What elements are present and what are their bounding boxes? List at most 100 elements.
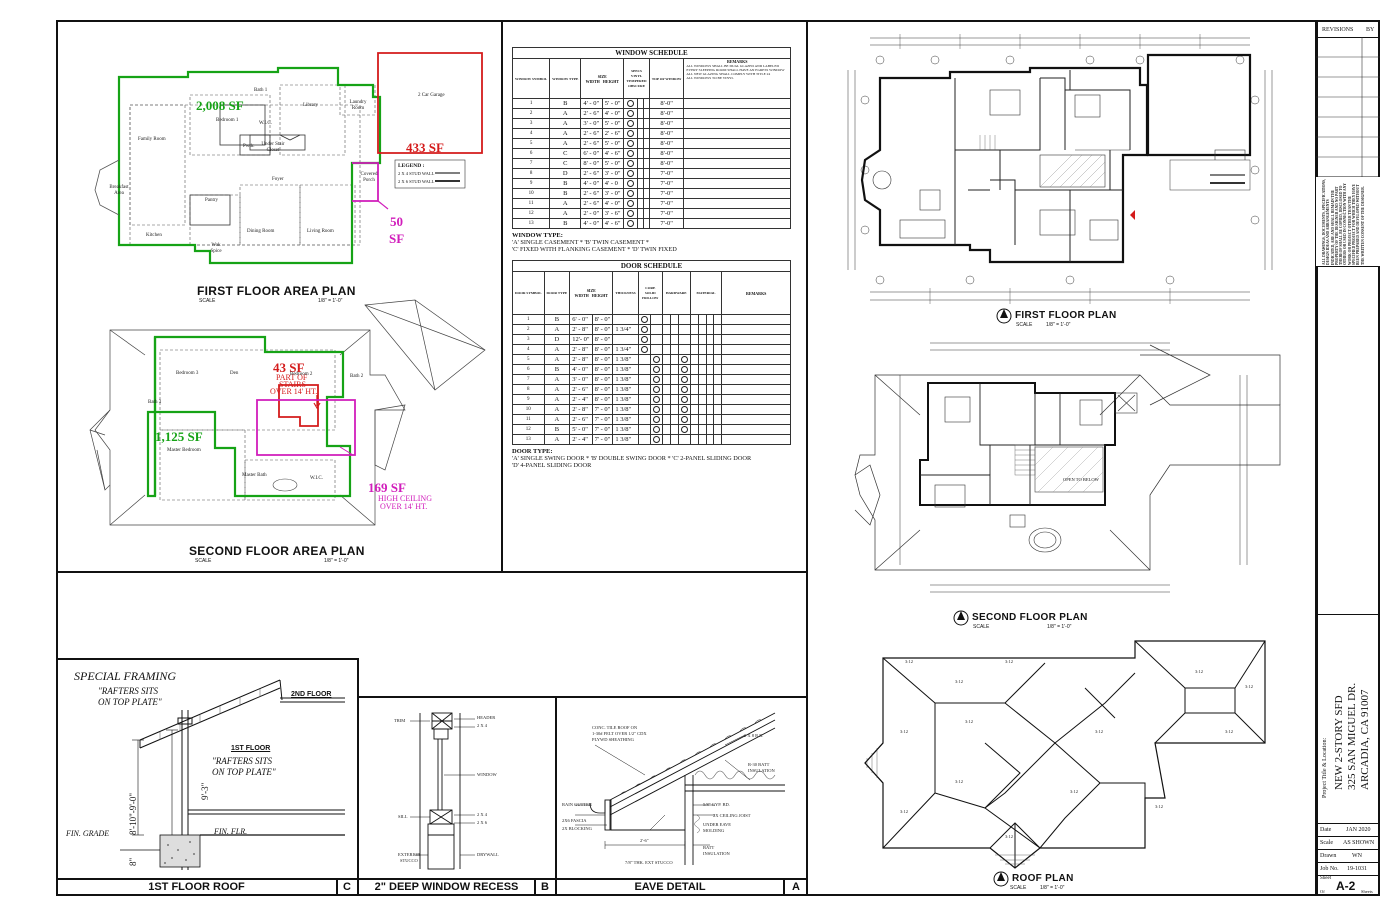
second-area-bedroom3: Bedroom 3 xyxy=(176,371,199,376)
door-spec-cell xyxy=(689,374,699,385)
spec-circle-icon xyxy=(680,366,688,373)
door-spec-cell xyxy=(649,434,663,445)
door-height: 7' - 0" xyxy=(591,434,614,445)
door-spec-cell xyxy=(661,384,671,395)
door-remarks-cell xyxy=(721,424,791,435)
door-spec-cell xyxy=(697,344,707,355)
door-spec-cell xyxy=(713,354,723,365)
first-area-under-stair: Under Stair Closet xyxy=(261,142,285,153)
first-area-garage-sf: 433 SF xyxy=(406,140,444,155)
door-symbol: 2 xyxy=(512,324,545,335)
second-area-stair-note-3: OVER 14' HT. xyxy=(270,387,318,396)
window-remarks-cell xyxy=(683,138,791,149)
door-height: 8' - 0" xyxy=(591,324,614,335)
second-area-ceiling-note-2: OVER 14' HT. xyxy=(380,502,428,511)
detail-c-letter-divider xyxy=(336,878,338,896)
door-thickness xyxy=(612,314,639,325)
door-spec-cell xyxy=(713,374,723,385)
door-type: A xyxy=(543,354,571,365)
sheets-label: Sheets xyxy=(1361,889,1373,894)
window-symbol: 7 xyxy=(511,158,551,169)
first-floor-plan-title: FIRST FLOOR PLAN xyxy=(1015,310,1117,321)
window-symbol: 10 xyxy=(511,188,551,199)
door-height: 8' - 0" xyxy=(591,354,614,365)
door-spec-cell xyxy=(649,344,663,355)
window-remark-3: ALL NEW GLAZING SHALL COMPLY WITH TITLE … xyxy=(686,72,771,76)
door-spec-cell xyxy=(705,414,715,425)
door-spec-cell xyxy=(697,334,707,345)
window-spec-cell xyxy=(623,208,639,219)
door-spec-cell xyxy=(661,404,671,415)
spec-circle-icon xyxy=(640,336,648,343)
door-spec-cell xyxy=(713,314,723,325)
sfp-interior-walls xyxy=(920,383,1105,505)
first-area-porch: Covered Porch xyxy=(360,172,378,183)
door-remarks-cell xyxy=(721,364,791,375)
door-remarks-cell xyxy=(721,354,791,365)
spec-circle-icon xyxy=(680,376,688,383)
door-spec-cell xyxy=(677,434,691,445)
door-spec-cell xyxy=(697,424,707,435)
door-thickness: 1 3/8" xyxy=(612,394,639,405)
detail-a-insul-1: R-30 BATT xyxy=(748,762,770,767)
door-thickness: 1 3/8" xyxy=(612,424,639,435)
door-spec-cell xyxy=(713,424,723,435)
detail-c-dim-2: 9'-3" xyxy=(200,782,210,800)
door-symbol: 8 xyxy=(512,384,545,395)
of-label: Of xyxy=(1320,889,1325,894)
door-spec-cell xyxy=(705,324,715,335)
second-floor-label: 2ND FLOOR xyxy=(291,691,332,698)
window-spec-cell xyxy=(623,178,639,189)
roof-pitch-11: 3:12 xyxy=(1070,789,1078,794)
project-divider xyxy=(1316,614,1380,615)
door-spec-cell xyxy=(697,324,707,335)
window-symbol: 1 xyxy=(511,98,551,109)
window-width: 2' - 0" xyxy=(580,208,603,219)
first-area-green-outline xyxy=(117,66,382,265)
door-spec-cell xyxy=(705,354,715,365)
window-width: 6' - 0" xyxy=(580,148,603,159)
ffp-exterior-walls xyxy=(860,53,1252,264)
first-area-breakfast: Breakfast Area xyxy=(109,185,129,196)
second-area-scale: 1/8" = 1'-0" xyxy=(324,558,349,564)
window-height: 3' - 0" xyxy=(601,168,625,179)
window-height: 4' - 0" xyxy=(601,198,625,209)
job-label: Job No. xyxy=(1320,866,1339,872)
window-spec-cell xyxy=(623,218,639,229)
detail-a-tiles xyxy=(619,719,762,796)
detail-b-exterior-2: STUCCO xyxy=(400,858,418,863)
door-spec-cell xyxy=(661,434,671,445)
second-area-bath2: Bath 2 xyxy=(350,374,364,379)
roof-plan-outline xyxy=(864,640,1266,869)
roof-pitch-10: 3:12 xyxy=(955,779,963,784)
door-height: 8' - 0" xyxy=(591,314,614,325)
second-area-interior xyxy=(159,349,336,501)
door-width: 2' - 4" xyxy=(569,434,593,445)
window-symbol: 8 xyxy=(511,168,551,179)
door-width: 2' - 8" xyxy=(569,324,593,335)
door-spec-cell xyxy=(637,394,651,405)
door-spec-cell xyxy=(689,414,699,425)
window-hdr-remarks: REMARKS ALL WINDOWS SHALL BE DUAL GLAZED… xyxy=(683,58,791,99)
door-spec-cell xyxy=(669,354,679,365)
door-spec-cell xyxy=(677,314,691,325)
door-hdr-type: DOOR TYPE xyxy=(543,271,571,315)
door-spec-cell xyxy=(661,374,671,385)
detail-b-trim: TRIM xyxy=(394,718,406,723)
detail-b-2x4b: 2 X 4 xyxy=(477,812,487,817)
spec-circle-icon xyxy=(680,416,688,423)
first-floor-plan-scale: 1/8" = 1'-0" xyxy=(1046,322,1071,328)
detail-a-eave-1: UNDER EAVE xyxy=(703,822,732,827)
window-type: C xyxy=(549,158,582,169)
disclaimer-text: ALL DRAWINGS, DOCUMENTS, SPECIFICATIONS,… xyxy=(1322,179,1365,265)
rafters-note-3: "RAFTERS SITS xyxy=(212,756,273,766)
door-spec-cell xyxy=(637,414,651,425)
detail-c-dim-1: 8'-10"-9'-0" xyxy=(128,792,138,835)
door-hdr-material: MATERIAL xyxy=(689,271,723,315)
door-width: 2' - 6" xyxy=(569,384,593,395)
